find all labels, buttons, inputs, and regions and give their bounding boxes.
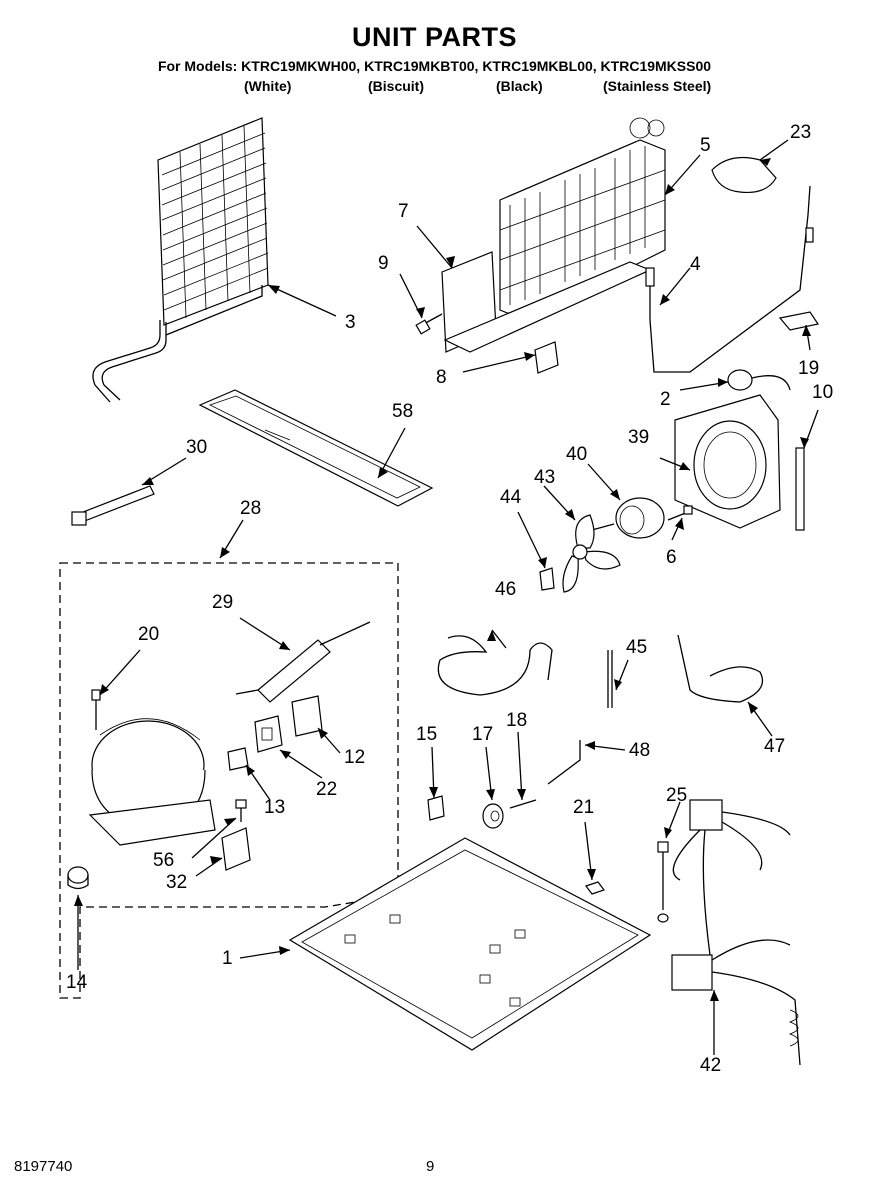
callout-48: 48 [629,740,650,761]
capacitor-part-32 [221,827,251,871]
callout-15: 15 [416,724,437,745]
screw-part-20 [91,689,101,730]
color-white: (White) [244,78,292,94]
overload-part-12 [291,695,323,737]
callout-18: 18 [506,710,527,731]
callout-17: 17 [472,724,493,745]
tube-part-45 [607,650,613,708]
screw-part-9 [415,313,443,335]
wiring-harness-part-42 [671,799,801,1066]
callout-28: 28 [240,498,261,519]
grommet-part-2 [727,369,791,391]
document-number: 8197740 [14,1158,73,1175]
callout-23: 23 [790,122,811,143]
callout-32: 32 [166,872,187,893]
callout-21: 21 [573,797,594,818]
callout-14: 14 [66,972,88,993]
callout-2: 2 [660,389,671,410]
clip-part-8 [534,341,559,374]
screw-part-6 [667,505,693,521]
callout-43: 43 [534,467,555,488]
callout-numbers: 3 7 9 8 5 23 4 19 2 10 39 40 43 44 6 58 … [66,122,833,1076]
callout-10: 10 [812,382,833,403]
terminal-part-13 [227,747,249,771]
callout-29: 29 [212,592,233,613]
color-biscuit: (Biscuit) [368,78,424,94]
callout-13: 13 [264,797,285,818]
compressor [88,718,216,846]
screw-part-25 [657,841,669,923]
wire-harness-part-4 [645,185,814,373]
callout-6: 6 [666,547,677,568]
strip-part-10 [795,447,805,531]
callout-39: 39 [628,427,649,448]
page-title: UNIT PARTS [352,22,517,52]
callout-4: 4 [690,254,701,275]
callout-7: 7 [398,201,409,222]
drier-part-29 [235,621,371,703]
evaporator-assembly [441,117,666,353]
bracket-part-44 [539,567,555,591]
callout-42: 42 [700,1055,721,1076]
callout-46: 46 [495,579,516,600]
drain-pan-part-58 [198,389,434,507]
leader-arrowheads [74,158,811,1001]
callout-47: 47 [764,736,785,757]
callout-9: 9 [378,253,389,274]
tube-part-46 [437,635,553,696]
callout-44: 44 [500,487,522,508]
fan-motor-part-40 [591,497,665,539]
grommet-part-14 [67,866,89,890]
relay-part-22 [254,715,283,753]
callout-40: 40 [566,444,587,465]
callout-56: 56 [153,850,174,871]
callout-3: 3 [345,312,356,333]
callout-20: 20 [138,624,159,645]
models-line: For Models: KTRC19MKWH00, KTRC19MKBT00, … [157,58,712,74]
tube-part-47 [677,634,764,703]
callout-30: 30 [186,437,207,458]
screw-part-56 [235,799,247,822]
base-plate-part-1 [288,837,652,1051]
color-black: (Black) [496,78,543,94]
callout-1: 1 [222,948,233,969]
fan-shroud-part-39 [674,394,781,529]
callout-12: 12 [344,747,365,768]
page-number: 9 [426,1158,435,1175]
callout-25: 25 [666,785,687,806]
clip-part-19 [778,311,819,331]
callout-22: 22 [316,779,337,800]
callout-45: 45 [626,637,647,658]
heater-part-30 [71,485,155,526]
condenser-coil [92,117,269,403]
nut-part-21 [585,881,605,895]
clip-part-15 [427,795,445,821]
callout-19: 19 [798,358,819,379]
axle-part-18 [509,799,537,809]
callout-58: 58 [392,401,413,422]
compressor-kit-boundary [59,562,399,999]
tube-part-48 [547,740,581,785]
color-stainless-steel: (Stainless Steel) [603,78,712,94]
fan-blade-part-43 [562,514,621,593]
callout-8: 8 [436,367,447,388]
cover-part-23 [711,157,777,194]
wheel-part-17 [482,803,504,829]
callout-5: 5 [700,135,711,156]
